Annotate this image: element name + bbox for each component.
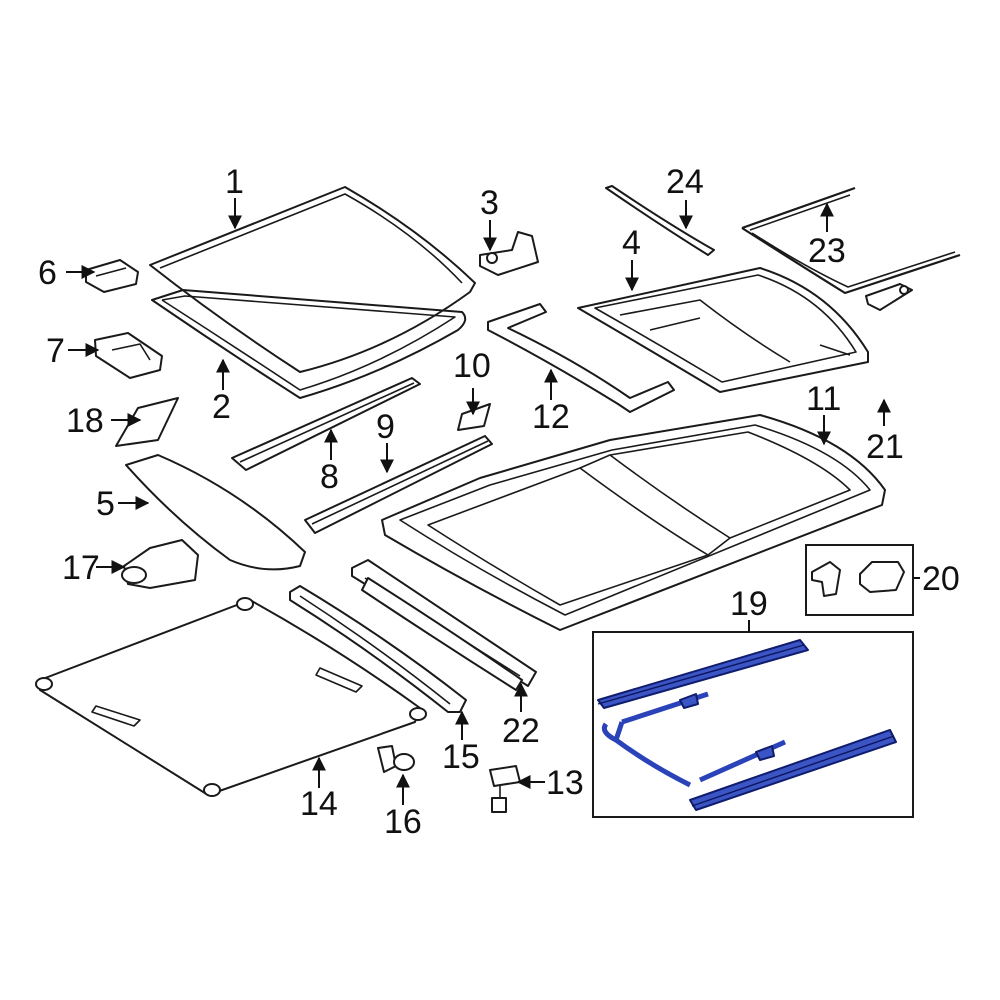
callout-9: 9 <box>376 408 395 446</box>
callout-15: 15 <box>442 738 480 776</box>
part-7-clip[interactable] <box>94 332 163 379</box>
part-23-frame-seal[interactable] <box>741 186 961 295</box>
part-9-rail[interactable] <box>304 435 493 534</box>
part-6-clip[interactable] <box>85 259 139 293</box>
part-8-rail[interactable] <box>231 377 421 471</box>
callout-7: 7 <box>46 332 65 370</box>
callout-4: 4 <box>622 224 641 262</box>
callout-2: 2 <box>212 388 231 426</box>
callout-8: 8 <box>320 458 339 496</box>
callout-20: 20 <box>922 560 960 598</box>
callout-6: 6 <box>38 254 57 292</box>
callout-16: 16 <box>384 803 422 841</box>
part-24-strip[interactable] <box>605 185 715 256</box>
part-3-bracket[interactable] <box>479 231 539 276</box>
part-1-glass-panel[interactable] <box>149 186 476 373</box>
part-18-pad[interactable] <box>115 397 179 447</box>
callout-14: 14 <box>300 785 338 823</box>
part-4-glass-frame[interactable] <box>577 267 869 393</box>
callout-5: 5 <box>96 485 115 523</box>
callout-10: 10 <box>453 347 491 385</box>
part-16-pin[interactable] <box>377 745 415 773</box>
part-2-seal[interactable] <box>151 289 467 399</box>
part-20-clips[interactable] <box>805 544 914 616</box>
callout-19: 19 <box>730 585 768 623</box>
part-15-rail[interactable] <box>289 585 467 713</box>
callout-labels: 1 2 3 4 5 6 7 8 9 10 11 12 13 14 15 16 1… <box>38 163 960 841</box>
part-21-clip[interactable] <box>865 283 913 311</box>
part-17-motor[interactable] <box>121 539 199 589</box>
callout-1: 1 <box>225 163 244 201</box>
part-10-piece[interactable] <box>457 403 491 431</box>
callout-3: 3 <box>480 184 499 222</box>
callout-17: 17 <box>62 549 100 587</box>
part-11-main-frame[interactable] <box>381 414 886 631</box>
part-13-connector[interactable] <box>489 765 521 813</box>
callout-23: 23 <box>808 232 846 270</box>
callout-12: 12 <box>532 398 570 436</box>
part-12-cross-member[interactable] <box>487 303 675 413</box>
part-14-sunshade[interactable] <box>35 597 427 797</box>
callout-18: 18 <box>66 402 104 440</box>
part-5-deflector[interactable] <box>125 454 306 571</box>
callout-22: 22 <box>502 712 540 750</box>
callout-13: 13 <box>546 764 584 802</box>
leader-lines <box>66 198 920 805</box>
part-19-frame-group[interactable] <box>592 631 914 818</box>
callout-21: 21 <box>866 428 904 466</box>
callout-24: 24 <box>666 163 704 201</box>
callout-11: 11 <box>806 380 841 418</box>
